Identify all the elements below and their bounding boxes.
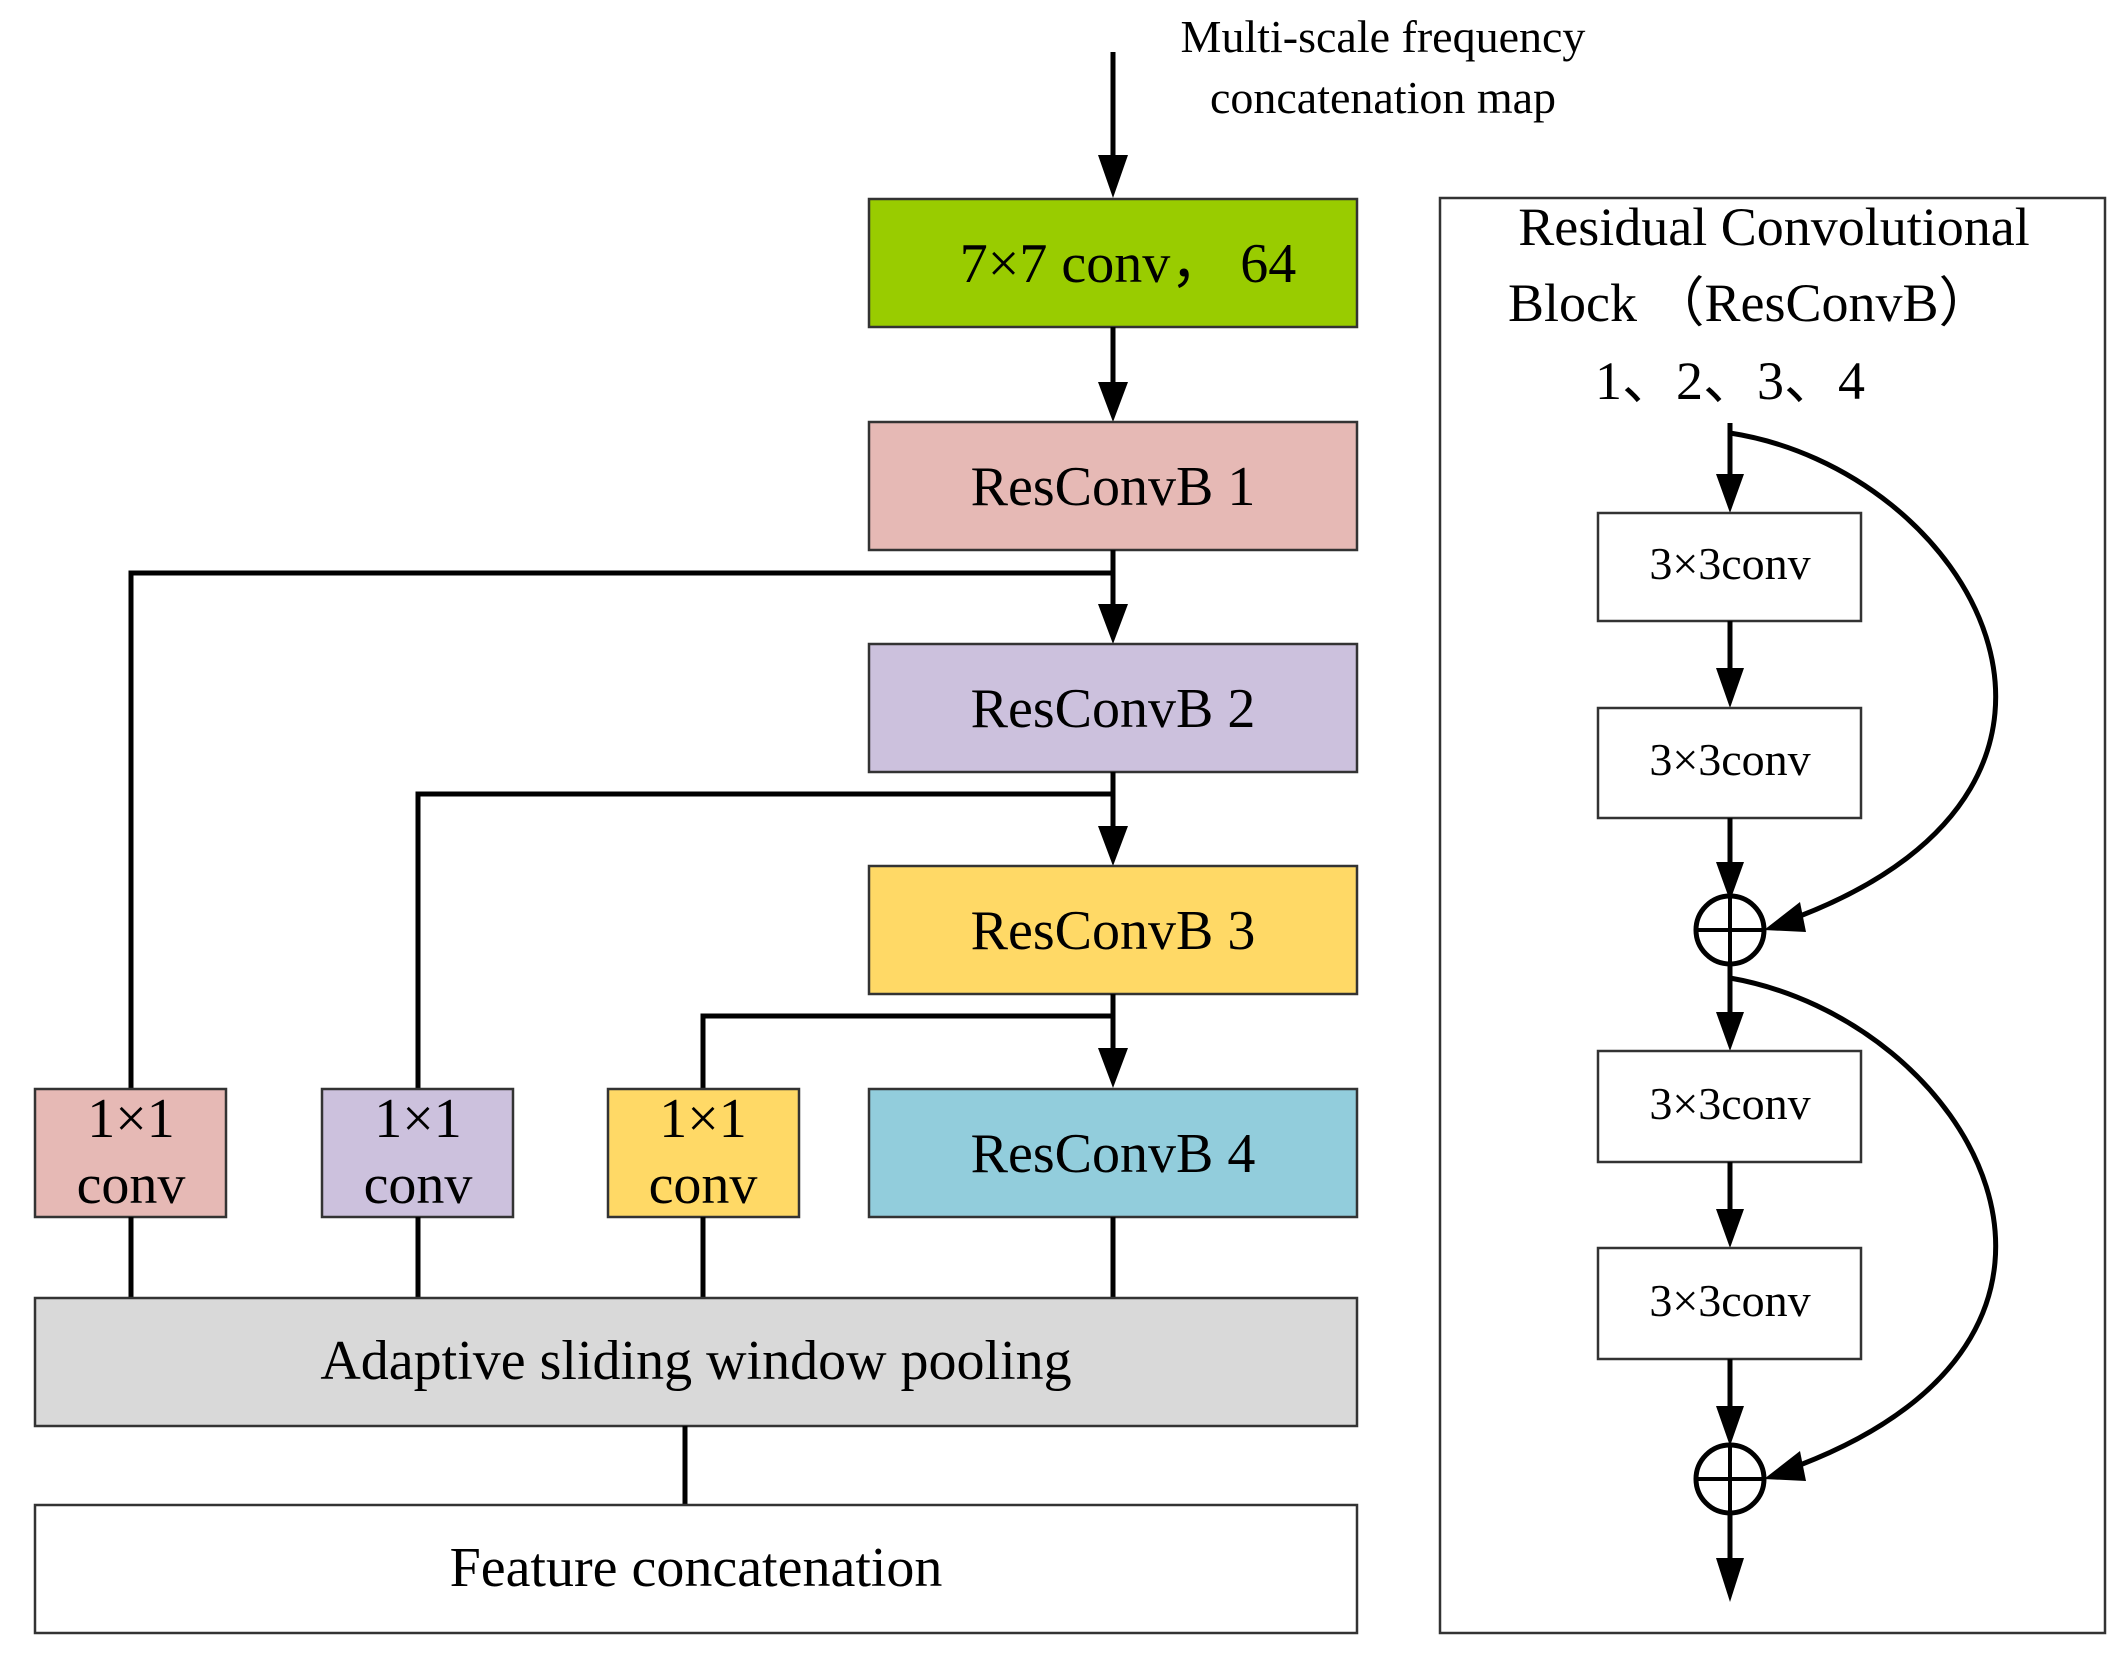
input-label-line2: concatenation map [1210,72,1556,123]
side-conv-1-line1: 1×1 [87,1088,175,1150]
sum-node-2 [1693,1442,1767,1516]
sum-node-1 [1693,893,1767,967]
panel-conv-3: 3×3conv [1596,1049,1863,1164]
arrowhead-b2 [1098,604,1128,644]
resconvb-4-block: ResConvB 4 [867,1087,1359,1219]
panel-title-line1: Residual Convolutional [1518,197,2029,257]
skip-arrowhead-1 [1764,902,1806,932]
stem-conv-block: 7×7 conv， 64 [867,197,1359,329]
stem-conv-label: 7×7 conv， 64 [960,233,1296,295]
resconvb-2-block: ResConvB 2 [867,642,1359,774]
arrowhead-b4 [1098,1048,1128,1088]
resconvb-1-block: ResConvB 1 [867,420,1359,552]
side-conv-1-line2: conv [77,1154,186,1216]
skip-connection-1 [1729,430,1999,919]
resconvb-2-label: ResConvB 2 [971,678,1256,740]
pooling-label: Adaptive sliding window pooling [320,1330,1071,1392]
side-conv-3-line2: conv [649,1154,758,1216]
side-conv-3-block: 1×1 conv [606,1087,801,1219]
skip-arrowhead-2 [1764,1451,1806,1481]
branch-b2-to-side2 [415,791,1113,1089]
panel-conv-1: 3×3conv [1596,511,1863,623]
panel-title-line2: Block （ResConvB） [1508,273,1993,333]
side-conv-2-block: 1×1 conv [320,1087,515,1219]
panel-conv-4-label: 3×3conv [1649,1275,1810,1326]
arrowhead-b1 [1098,382,1128,422]
panel-conv-2-label: 3×3conv [1649,734,1810,785]
side-conv-1-block: 1×1 conv [33,1087,228,1219]
panel-arrowhead-2 [1716,668,1744,708]
panel-arrowhead-out [1716,1558,1744,1602]
panel-arrowhead-in [1716,474,1744,513]
branch-b1-to-side1 [128,570,1113,1089]
side-conv-2-line1: 1×1 [374,1088,462,1150]
panel-conv-1-label: 3×3conv [1649,538,1810,589]
pooling-block: Adaptive sliding window pooling [33,1296,1359,1428]
branch-b3-to-side3 [700,1013,1113,1089]
panel-conv-4: 3×3conv [1596,1246,1863,1361]
panel-arrowhead-4 [1716,1209,1744,1248]
side-conv-3-line1: 1×1 [659,1088,747,1150]
concat-label: Feature concatenation [450,1537,943,1599]
panel-title-line3: 1、2、3、4 [1595,351,1865,411]
panel-arrowhead-3 [1716,1012,1744,1051]
panel-arrowhead-sum1 [1716,862,1744,901]
residual-block-panel: Residual Convolutional Block （ResConvB） … [1438,196,2107,1635]
panel-conv-3-label: 3×3conv [1649,1078,1810,1129]
side-conv-2-line2: conv [364,1154,473,1216]
resconvb-3-label: ResConvB 3 [971,900,1256,962]
resconvb-4-label: ResConvB 4 [971,1123,1256,1185]
concat-block: Feature concatenation [33,1503,1359,1635]
resconvb-1-label: ResConvB 1 [971,456,1256,518]
resconvb-3-block: ResConvB 3 [867,864,1359,996]
input-arrowhead [1098,155,1128,198]
skip-connection-2 [1729,975,1999,1468]
input-label-line1: Multi-scale frequency [1181,11,1586,62]
panel-arrowhead-sum2 [1716,1406,1744,1446]
arrowhead-b3 [1098,826,1128,866]
panel-conv-2: 3×3conv [1596,706,1863,820]
